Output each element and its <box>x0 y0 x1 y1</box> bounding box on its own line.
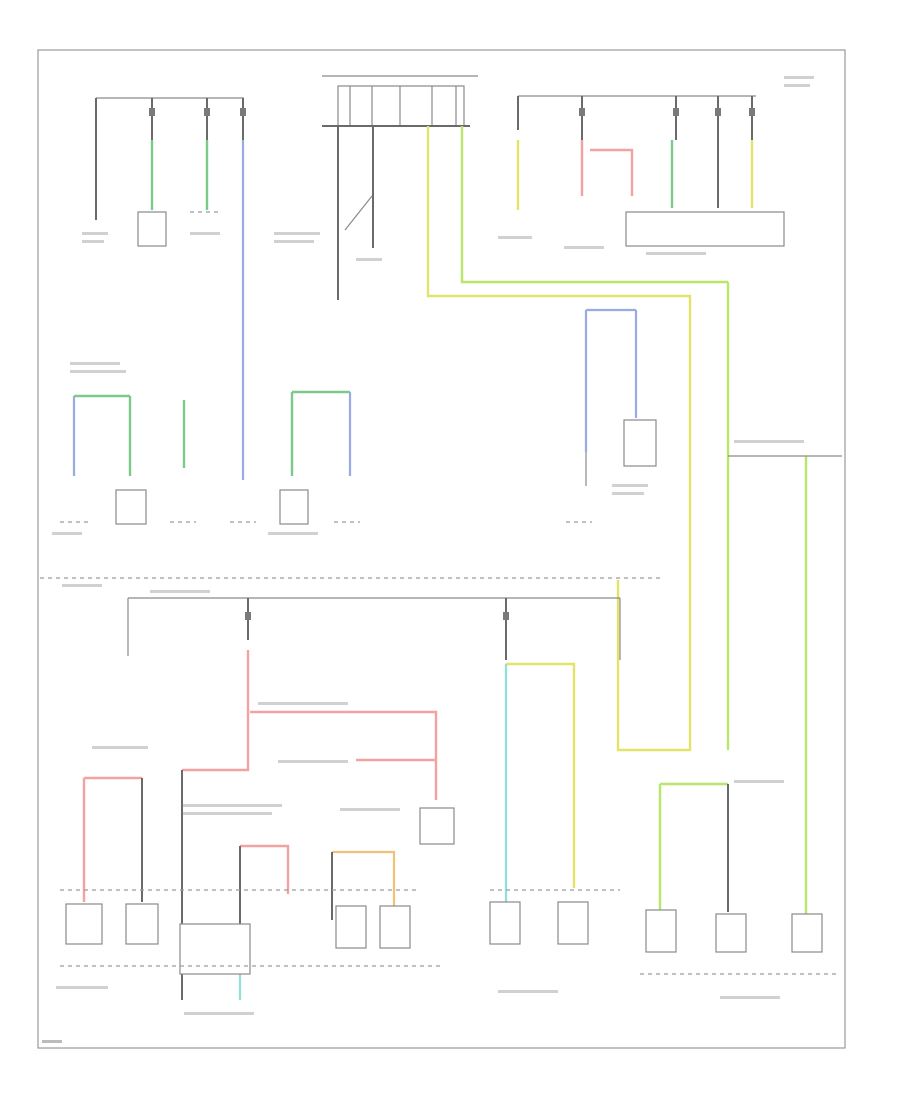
seat-belt-retractor <box>335 905 367 949</box>
airbag-control-module <box>125 903 159 945</box>
impact-sensor-right <box>557 901 589 945</box>
top-left-fuse-group <box>95 97 246 300</box>
diagram-frame <box>37 49 846 1049</box>
lighting-control-module <box>625 211 785 247</box>
top-right-fuse-group <box>516 95 785 247</box>
occupant-classification-module <box>623 419 657 467</box>
side-curtain-center <box>715 913 747 953</box>
ignition-switch <box>322 75 728 752</box>
side-curtain-left <box>645 909 677 953</box>
passenger-airbag-module <box>65 903 103 945</box>
label-marks <box>42 76 814 1043</box>
switch-module-1 <box>137 211 167 247</box>
relay-box <box>419 807 455 845</box>
lower-right-circuits <box>503 598 729 914</box>
lower-components <box>60 807 840 975</box>
middle-right-module <box>566 282 842 916</box>
seat-position-sensor <box>279 489 309 525</box>
side-curtain-right <box>791 913 823 953</box>
middle-left-sensors <box>60 300 360 525</box>
passenger-seat-sensor <box>115 489 147 525</box>
impact-sensor-left <box>489 901 521 945</box>
pretensioner <box>379 905 411 949</box>
